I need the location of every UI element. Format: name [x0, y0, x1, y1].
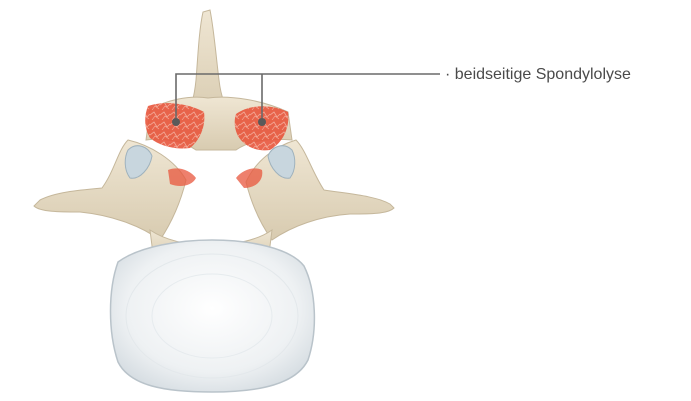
- vertebral-body-disc: [111, 240, 315, 392]
- left-transverse-process: [34, 140, 186, 240]
- left-lower-defect-edge: [168, 168, 196, 186]
- annotation-marker-right: [258, 118, 266, 126]
- spondylolysis-label: · beidseitige Spondylolyse: [445, 66, 631, 84]
- annotation-marker-left: [172, 118, 180, 126]
